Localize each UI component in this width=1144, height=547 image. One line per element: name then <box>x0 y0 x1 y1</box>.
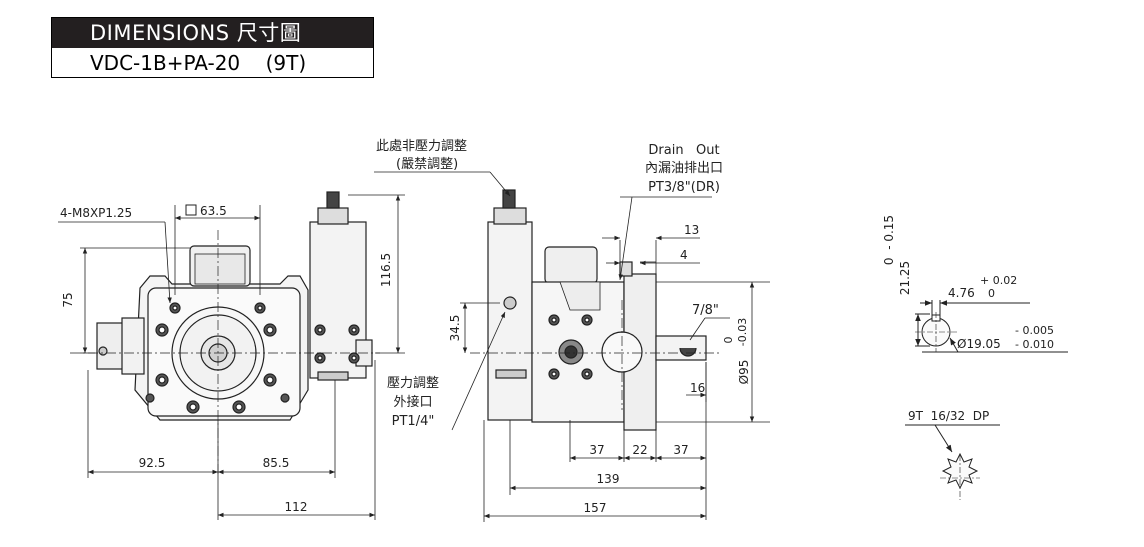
shaft-detail-labels: 0 - 0.15 21.25 + 0.02 4.76 0 - 0.005 Ø19… <box>882 215 1054 423</box>
shaft-dia: Ø19.05 <box>957 337 1001 351</box>
front-dimension-labels: 4-M8XP1.25 63.5 75 116.5 92.5 85.5 112 <box>60 204 393 514</box>
dim-16: 16 <box>690 381 705 395</box>
drain-line2: 內漏油排出口 <box>645 160 723 176</box>
dim-left-height: 75 <box>61 292 75 307</box>
dim-139: 139 <box>597 472 620 486</box>
side-dimension-labels: 此處非壓力調整 (嚴禁調整) Drain Out 內漏油排出口 PT3/8"(D… <box>376 139 751 515</box>
model-label: VDC-1B+PA-20 (9T) <box>52 48 373 78</box>
key-height-tol: 0 - 0.15 <box>882 215 896 265</box>
dim-37b: 37 <box>673 443 688 457</box>
side-dimensions <box>374 171 770 522</box>
side-top-boss <box>544 246 598 284</box>
front-dimensions <box>58 194 405 520</box>
drain-line3: PT3/8"(DR) <box>648 180 720 195</box>
dim-right-height: 116.5 <box>379 253 393 287</box>
dim-pilot-tol-upper: 0 <box>722 337 735 344</box>
key-width-tol-lower: 0 <box>988 287 995 300</box>
pressure-port-line2: 外接口 <box>393 394 432 410</box>
dim-port-height: 34.5 <box>448 315 462 342</box>
adjust-note-line2: (嚴禁調整) <box>396 157 458 172</box>
front-bolts <box>145 302 290 414</box>
key-width-tol-upper: + 0.02 <box>980 274 1017 287</box>
pressure-port-line3: PT1/4" <box>392 414 435 429</box>
dim-4: 4 <box>680 248 688 262</box>
dim-pilot: Ø95 <box>737 360 751 385</box>
thread-note: 4-M8XP1.25 <box>60 206 132 220</box>
square-size: 63.5 <box>200 204 227 218</box>
dim-13: 13 <box>684 223 699 237</box>
dim-pilot-tol-lower: -0.03 <box>736 318 749 346</box>
square-symbol-icon <box>185 204 197 216</box>
dim-key: 7/8" <box>692 303 719 318</box>
dim-left-width: 92.5 <box>139 456 166 470</box>
model-name: VDC-1B+PA-20 <box>90 51 241 75</box>
title-block: DIMENSIONS 尺寸圖 VDC-1B+PA-20 (9T) <box>51 17 374 78</box>
shaft-dia-tol-lower: - 0.010 <box>1015 338 1054 351</box>
pressure-port-icon <box>503 296 517 310</box>
pressure-port-line1: 壓力調整 <box>387 376 439 391</box>
shaft-detail <box>905 300 1068 500</box>
front-left-flange <box>96 322 126 370</box>
shaft-dia-tol-upper: - 0.005 <box>1015 324 1054 337</box>
title-header: DIMENSIONS 尺寸圖 <box>52 18 373 48</box>
teeth-code: (9T) <box>265 51 307 75</box>
drain-line1: Drain Out <box>648 143 719 158</box>
adjust-note-line1: 此處非壓力調整 <box>376 139 467 154</box>
dim-total-width: 112 <box>285 500 308 514</box>
key-height: 21.25 <box>898 261 912 295</box>
side-pilot-valve <box>487 221 533 421</box>
dim-22: 22 <box>632 443 647 457</box>
dim-right-width: 85.5 <box>263 456 290 470</box>
front-view <box>70 191 380 475</box>
dim-37a: 37 <box>589 443 604 457</box>
dim-157: 157 <box>584 501 607 515</box>
side-view <box>470 189 720 431</box>
key-width: 4.76 <box>948 286 975 300</box>
spline-note: 9T 16/32 DP <box>908 409 989 423</box>
